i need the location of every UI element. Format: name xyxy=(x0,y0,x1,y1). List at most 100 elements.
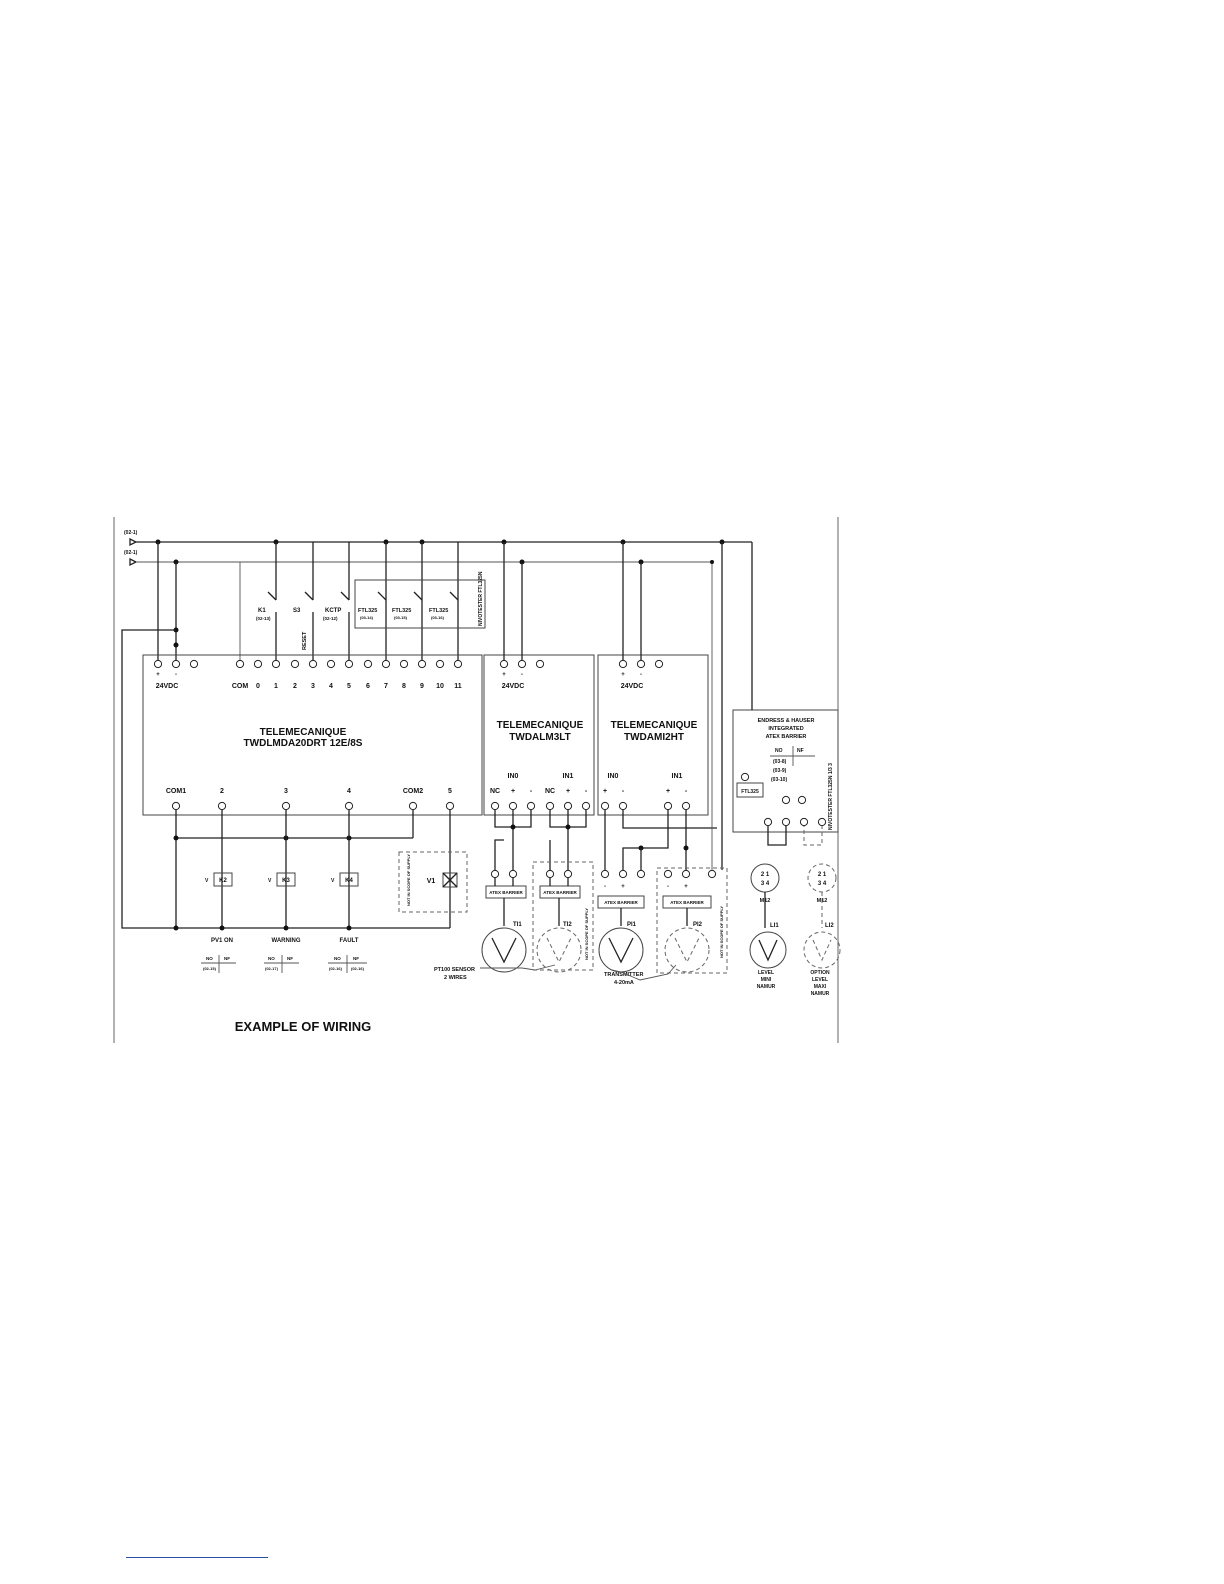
li2-label: LI2 xyxy=(825,923,834,929)
svg-text:(03-8): (03-8) xyxy=(773,759,787,765)
terminal-icon xyxy=(654,659,664,669)
terminal-icon xyxy=(490,801,500,811)
terminal-icon xyxy=(217,801,227,811)
ftl-3-label: FTL325 xyxy=(429,608,448,614)
alm-in1: IN1 xyxy=(563,773,574,780)
relay-k2-label: PV1 ON xyxy=(211,938,233,944)
terminal-icon xyxy=(445,801,455,811)
plc-out-com2: COM2 xyxy=(403,788,423,795)
ti2-scope-note: NOT IN SCOPE OF SUPPLY xyxy=(584,908,589,960)
kctp-label: KCTP xyxy=(325,608,341,614)
relay-k3: K3 V WARNING NO NF (02-17) xyxy=(264,872,301,973)
eh-ftl-label: FTL325 xyxy=(741,789,759,795)
terminal-icon xyxy=(499,659,509,669)
plc-in-10: 10 xyxy=(436,683,444,690)
plc-in-4: 4 xyxy=(329,683,333,690)
terminal-icon xyxy=(253,659,263,669)
ami-in0: IN0 xyxy=(608,773,619,780)
terminal-icon xyxy=(707,869,717,879)
sensor-ti2: ATEX BARRIER TI2 NOT IN SCOPE OF SUPPLY xyxy=(532,861,594,973)
terminal-icon xyxy=(618,659,628,669)
ami-in1: IN1 xyxy=(672,773,683,780)
terminal-icon xyxy=(535,659,545,669)
terminal-icon xyxy=(681,869,691,879)
sensor-pi1: - + ATEX BARRIER PI1 xyxy=(597,884,645,973)
k1-ref: (02-13) xyxy=(256,616,271,621)
svg-text:NF: NF xyxy=(797,748,804,754)
transmitter-range: 4-20mA xyxy=(614,980,634,986)
diagram-title: EXAMPLE OF WIRING xyxy=(235,1019,372,1034)
terminal-icon xyxy=(545,801,555,811)
svg-text:V: V xyxy=(331,878,335,884)
level-li2: 2 1 3 4 M12 LI2 OPTION LEVEL MAXI NAMUR xyxy=(803,823,841,997)
plc-minus: - xyxy=(175,672,177,678)
k1-label: K1 xyxy=(258,608,266,614)
svg-text:2 1: 2 1 xyxy=(818,872,827,878)
plc-in-2: 2 xyxy=(293,683,297,690)
svg-text:3 4: 3 4 xyxy=(761,881,770,887)
pt100-wires: 2 WIRES xyxy=(444,975,467,981)
svg-text:MAXI: MAXI xyxy=(814,984,827,990)
terminal-icon xyxy=(799,817,809,827)
terminal-icon xyxy=(417,659,427,669)
relay-k2-ref: (02-15) xyxy=(203,966,217,971)
svg-text:-: - xyxy=(685,788,688,795)
plc-brand: TELEMECANIQUE xyxy=(260,727,347,738)
terminal-icon xyxy=(344,801,354,811)
ftl-2-ref: (03-15) xyxy=(394,615,408,620)
plc-in-8: 8 xyxy=(402,683,406,690)
ftl-1-ref: (03-14) xyxy=(360,615,374,620)
svg-text:MINI: MINI xyxy=(761,977,772,983)
terminal-icon xyxy=(663,801,673,811)
terminal-icon xyxy=(189,659,199,669)
plc-in-6: 6 xyxy=(366,683,370,690)
supply-rails: (02-1) (02-1) xyxy=(124,530,752,567)
svg-text:V: V xyxy=(268,878,272,884)
svg-text:-: - xyxy=(521,672,523,678)
alm-in0: IN0 xyxy=(508,773,519,780)
plc-power-label: 24VDC xyxy=(156,683,179,690)
terminal-icon xyxy=(326,659,336,669)
ami-model: TWDAMI2HT xyxy=(624,732,684,743)
terminal-icon xyxy=(453,659,463,669)
ftl-3-ref: (03-16) xyxy=(431,615,445,620)
terminal-icon xyxy=(271,659,281,669)
svg-text:+: + xyxy=(502,672,506,678)
ftl-1-label: FTL325 xyxy=(358,608,377,614)
plc-in-com: COM xyxy=(232,683,249,690)
svg-text:+: + xyxy=(621,672,625,678)
terminal-icon xyxy=(618,801,628,811)
terminal-icon xyxy=(517,659,527,669)
ami-power-label: 24VDC xyxy=(621,683,644,690)
svg-text:NO: NO xyxy=(775,748,783,754)
terminal-icon xyxy=(636,659,646,669)
supply-minus-ref: (02-1) xyxy=(124,550,138,556)
svg-text:-: - xyxy=(585,788,588,795)
ti1-label: TI1 xyxy=(513,922,522,928)
svg-text:-: - xyxy=(530,788,533,795)
terminal-icon xyxy=(490,869,500,879)
terminal-icon xyxy=(563,869,573,879)
plc-in-1: 1 xyxy=(274,683,278,690)
terminal-icon xyxy=(381,659,391,669)
kctp-switch xyxy=(340,591,350,601)
svg-text:LEVEL: LEVEL xyxy=(758,970,774,976)
terminal-icon xyxy=(508,801,518,811)
sensor-pi2: - + ATEX BARRIER PI2 NOT IN SCOPE OF SUP… xyxy=(656,867,728,974)
svg-text:+: + xyxy=(566,788,570,795)
terminal-icon xyxy=(399,659,409,669)
plc-out-3: 3 xyxy=(284,788,288,795)
svg-text:NO: NO xyxy=(206,956,213,961)
relay-k4-ref2: (02-16) xyxy=(351,966,365,971)
terminal-icon xyxy=(363,659,373,669)
terminal-icon xyxy=(153,659,163,669)
svg-text:-: - xyxy=(622,788,625,795)
relay-k4-label: FAULT xyxy=(340,938,359,944)
ami-module: + - 24VDC TELEMECANIQUE TWDAMI2HT IN0 IN… xyxy=(597,542,709,816)
plc-in-9: 9 xyxy=(420,683,424,690)
eh-line3: ATEX BARRIER xyxy=(766,734,807,740)
svg-text:NF: NF xyxy=(287,956,293,961)
svg-text:NO: NO xyxy=(268,956,275,961)
plc-out-4: 4 xyxy=(347,788,351,795)
